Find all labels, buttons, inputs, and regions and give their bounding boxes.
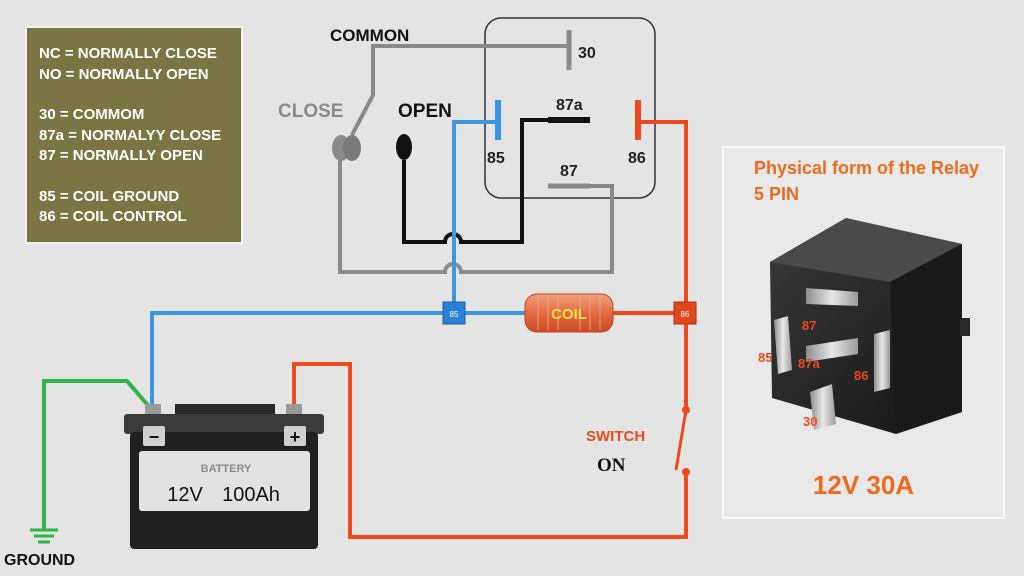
coil-control-wire	[638, 120, 688, 313]
common-label: COMMON	[330, 26, 409, 45]
battery-voltage: 12V	[167, 484, 203, 506]
battery-positive-wire	[292, 362, 688, 539]
photo-pin-87-label: 87	[802, 318, 816, 333]
legend-line: 87 = NORMALLY OPEN	[39, 147, 203, 164]
battery	[124, 404, 324, 549]
battery-capacity: 100Ah	[222, 484, 280, 506]
battery-positive-terminal	[284, 426, 306, 446]
pin-87-label: 87	[560, 163, 578, 180]
battery-negative-sign: −	[149, 427, 160, 447]
relay-photo	[770, 218, 970, 434]
node-86	[673, 301, 697, 325]
relay-rating: 12V 30A	[812, 470, 915, 500]
ground-icon	[30, 528, 58, 544]
relay-outline	[484, 17, 656, 199]
photo-pin-86-label: 86	[854, 368, 868, 383]
ground-label: GROUND	[4, 552, 75, 569]
legend-line: NO = NORMALLY OPEN	[39, 65, 209, 83]
pin-86-label: 86	[628, 150, 646, 167]
open-contact	[396, 134, 412, 160]
ground-wire	[42, 379, 154, 530]
pin-30-label: 30	[578, 45, 596, 62]
coil	[524, 293, 614, 333]
switch-state: ON	[597, 455, 626, 476]
svg-text:86: 86	[681, 310, 690, 319]
svg-text:85: 85	[450, 310, 459, 319]
photo-pin-30-label: 30	[803, 414, 817, 429]
close-label: CLOSE	[278, 101, 343, 122]
pin-85-label: 85	[487, 150, 505, 167]
relay-photo-title: Physical form of the Relay 5 PIN	[754, 158, 980, 204]
legend-line: 86 = COIL CONTROL	[39, 208, 187, 225]
node-85	[442, 301, 466, 325]
battery-positive-sign: +	[290, 427, 301, 447]
switch-label: SWITCH	[586, 428, 645, 445]
open-label: OPEN	[398, 101, 452, 122]
legend-box: NC = NORMALLY CLOSE NO = NORMALLY OPEN 3…	[25, 26, 243, 244]
photo-pin-85-label: 85	[758, 350, 772, 365]
legend-line: 87a = NORMALYY CLOSE	[39, 126, 222, 144]
coil-label: COIL	[551, 306, 587, 323]
legend-line: 30 = COMMOM	[39, 106, 145, 123]
pin-87a-label: 87a	[556, 97, 583, 114]
battery-title: BATTERY	[201, 463, 252, 475]
switch-blade	[674, 409, 688, 471]
legend-line: NC = NORMALLY CLOSE	[39, 45, 217, 62]
close-contact-right	[343, 135, 361, 161]
battery-negative-terminal	[143, 426, 165, 446]
common-wire	[350, 44, 567, 136]
photo-pin-87a-label: 87a	[798, 356, 820, 371]
legend-line: 85 = COIL GROUND	[39, 187, 180, 205]
